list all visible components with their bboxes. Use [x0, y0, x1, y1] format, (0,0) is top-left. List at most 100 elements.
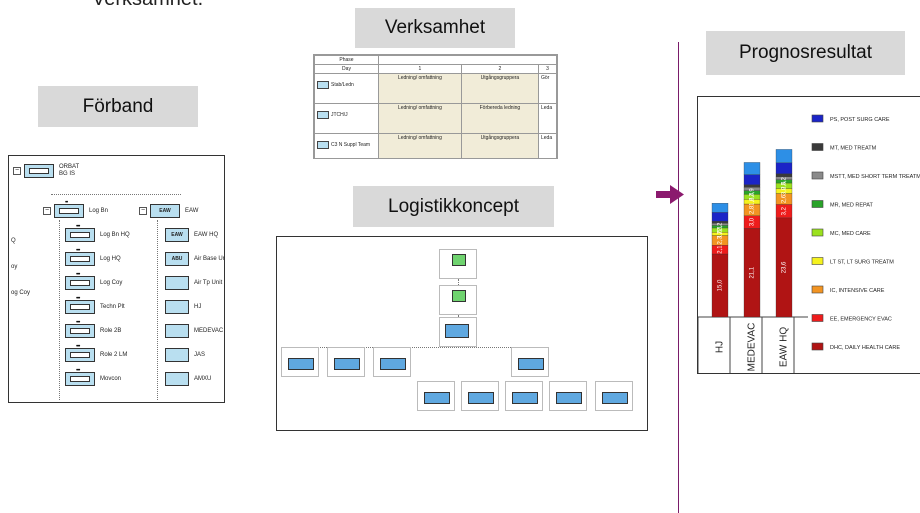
schedule-cell[interactable]: Ledning/ omfattning [378, 133, 462, 158]
unit-node-icon [518, 358, 544, 370]
legend-swatch [811, 114, 824, 123]
logistics-node[interactable] [549, 381, 587, 411]
orbat-left-item[interactable]: •••Log HQ [65, 248, 121, 266]
category-label: EAW HQ [779, 327, 790, 367]
orbat-log-bn-node[interactable]: − •• Log Bn [43, 200, 109, 218]
data-label: 2,9 [750, 188, 756, 197]
collapse-icon[interactable]: − [43, 207, 51, 215]
cut-off-heading: Verksamhet. [92, 0, 203, 11]
orbat-left-item[interactable]: •••Role 2 LM [65, 344, 127, 362]
arrow-right-icon [656, 185, 684, 204]
unit-node-icon [602, 392, 628, 404]
legend-entry: MC, MED CARE [830, 231, 871, 237]
bar-segment [743, 174, 761, 185]
unit-symbol-icon [165, 324, 189, 338]
orbat-eaw-node[interactable]: − EAW EAW [139, 204, 198, 218]
unit-symbol-icon: EAW [165, 228, 189, 242]
legend-swatch [811, 314, 824, 322]
logistics-node[interactable] [511, 347, 549, 377]
unit-node-icon [288, 358, 314, 370]
data-label: 2,1 [718, 225, 724, 234]
schedule-cell[interactable]: Gör [538, 73, 557, 104]
schedule-panel: Phase Day 1 2 3 Stab/Ledn Ledning/ omfat… [313, 54, 558, 159]
orbat-item-label: Techn Plt [100, 304, 125, 310]
unit-symbol-icon: ••• [65, 248, 95, 266]
orbat-item-label: Role 2B [100, 328, 122, 334]
logistics-node[interactable] [439, 249, 477, 279]
legend-swatch [811, 257, 824, 265]
schedule-cell[interactable]: Leda [538, 103, 557, 134]
category-label: MEDEVAC [747, 323, 758, 372]
collapse-icon[interactable]: − [139, 207, 147, 215]
bar-segment [775, 162, 793, 174]
data-label: 21,1 [750, 266, 756, 278]
orbat-item-label: Log Coy [100, 280, 123, 286]
logistics-node[interactable] [439, 317, 477, 347]
orbat-item-label: EAW HQ [194, 232, 219, 238]
phase-header: Phase [314, 55, 379, 65]
logistics-node[interactable] [327, 347, 365, 377]
unit-symbol-icon [165, 276, 189, 290]
log-bn-label: Log Bn [89, 208, 109, 214]
orbat-right-item[interactable]: HJ [165, 300, 201, 314]
logistics-node[interactable] [439, 285, 477, 315]
schedule-cell[interactable]: Ledning/ omfattning [378, 73, 462, 104]
label-forband: Förband [38, 86, 198, 127]
day-header: Day [314, 64, 379, 74]
schedule-cell[interactable]: Utgångsgruppera [460, 133, 540, 158]
schedule-unit-cell[interactable]: C3 N Suppl Team [314, 133, 379, 158]
eaw-symbol-icon: EAW [150, 204, 180, 218]
orbat-left-item[interactable]: •••Log Bn HQ [65, 224, 130, 242]
bar-segment [775, 173, 793, 177]
day-3: 3 [538, 64, 557, 74]
bar-segment [743, 162, 761, 175]
unit-symbol-icon [317, 81, 329, 89]
schedule-cell[interactable]: Förbereda ledning [460, 103, 540, 134]
unit-node-icon [334, 358, 360, 370]
logistics-node[interactable] [505, 381, 543, 411]
orbat-right-item[interactable]: EAW EAW HQ [165, 228, 218, 242]
legend-entry: MSTT, MED SHORT TERM TREATM [830, 174, 920, 180]
legend-swatch [811, 342, 824, 351]
logistics-node[interactable] [373, 347, 411, 377]
legend-swatch [811, 228, 824, 237]
label-prognosresultat: Prognosresultat [706, 31, 905, 75]
legend-swatch [811, 171, 824, 180]
day-2: 2 [460, 64, 540, 74]
schedule-cell[interactable]: Utgångsgruppera [460, 73, 540, 104]
orbat-right-item[interactable]: AMXU [165, 372, 211, 386]
unit-node-icon [445, 324, 469, 338]
label-logistikkoncept: Logistikkoncept [353, 186, 554, 227]
orbat-left-item[interactable]: •••Movcon [65, 368, 121, 386]
orbat-item-label: Air Tp Unit [194, 280, 223, 286]
legend-swatch [811, 285, 824, 294]
orbat-right-item[interactable]: MEDEVAC [165, 324, 223, 338]
supply-node-icon [452, 290, 466, 302]
data-label: 1,0 [718, 229, 724, 238]
orbat-right-item[interactable]: Air Tp Unit [165, 276, 222, 290]
logistics-node[interactable] [461, 381, 499, 411]
data-label: 3,0 [782, 186, 788, 195]
cut-label-3: og Coy [11, 290, 31, 296]
logistics-node[interactable] [595, 381, 633, 411]
data-label: 2,6 [782, 194, 788, 203]
schedule-cell[interactable]: Leda [538, 133, 557, 158]
orbat-root-node[interactable]: − ORBAT BG IS [13, 164, 79, 178]
orbat-left-item[interactable]: •••Log Coy [65, 272, 123, 290]
orbat-right-item[interactable]: JAS [165, 348, 205, 362]
orbat-item-label: Air Base Unit [194, 256, 224, 262]
unit-symbol-icon: ••• [65, 296, 95, 314]
logistics-node[interactable] [281, 347, 319, 377]
orbat-item-label: Log Bn HQ [100, 232, 130, 238]
data-label: 2,2 [718, 222, 724, 231]
unit-symbol-icon [317, 111, 329, 119]
logistics-node[interactable] [417, 381, 455, 411]
schedule-cell[interactable]: Ledning/ omfattning [378, 103, 462, 134]
schedule-unit-cell[interactable]: JTCH/J [314, 103, 379, 134]
orbat-left-item[interactable]: •••Role 2B [65, 320, 122, 338]
unit-node-icon [512, 392, 538, 404]
collapse-icon[interactable]: − [13, 167, 21, 175]
orbat-left-item[interactable]: ••• Techn Plt [65, 296, 125, 314]
schedule-unit-cell[interactable]: Stab/Ledn [314, 73, 379, 104]
